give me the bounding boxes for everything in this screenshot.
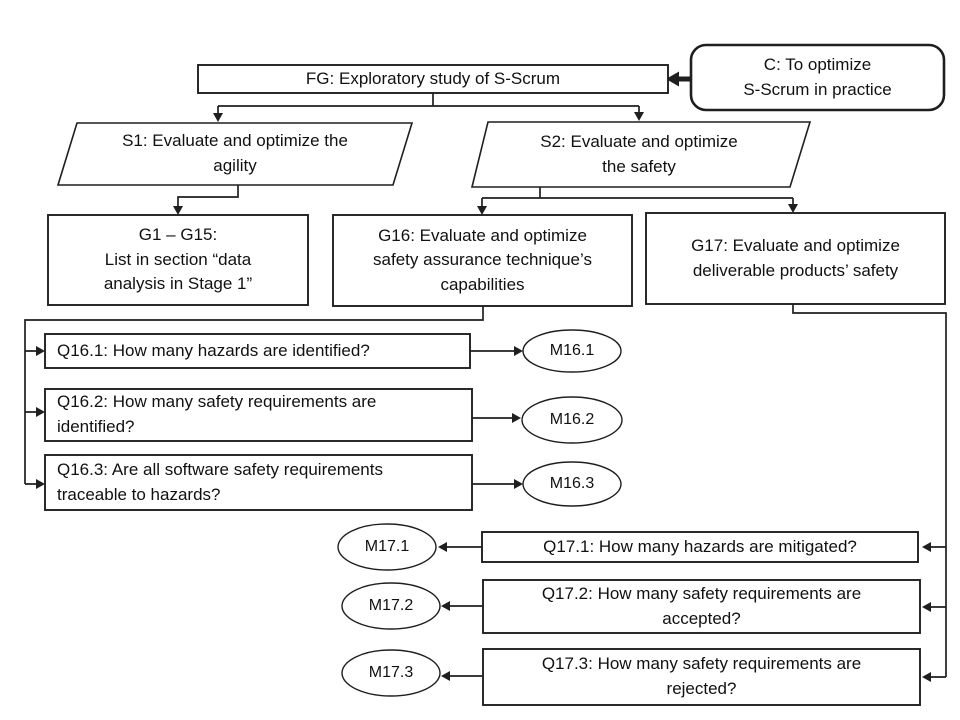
q16-2-box-shape <box>44 388 473 442</box>
context-label-line2: S-Scrum in practice <box>743 79 892 99</box>
q16-3-label-line1: Q16.3: Are all software safety requireme… <box>57 459 383 479</box>
m16-1-ellipse-shape <box>522 329 622 373</box>
q16-2-label-line1: Q16.2: How many safety requirements are <box>57 392 377 412</box>
g16-label-line3: capabilities <box>440 274 525 294</box>
m16-2-label: M16.2 <box>549 411 595 429</box>
arrowhead-into-q16-1 <box>36 346 45 356</box>
question-q16-3-box: Q16.3: Are all software safety requireme… <box>45 455 472 510</box>
g16-label-line1: G16: Evaluate and optimize <box>378 225 587 245</box>
g16-label-line2: safety assurance technique’s <box>373 250 592 270</box>
arrowhead-into-g1 <box>173 206 183 215</box>
context-box-shape <box>689 43 946 112</box>
q17-3-box-shape <box>482 648 921 706</box>
arrowhead-into-q17-2 <box>922 602 931 612</box>
arrowhead-into-s1 <box>213 113 223 122</box>
arrowhead-into-q16-3 <box>36 479 45 489</box>
m16-1-label: M16.1 <box>549 342 595 360</box>
metric-m17-1-ellipse: M17.1 <box>338 524 436 570</box>
fg-goal-label: FG: Exploratory study of S-Scrum <box>305 68 561 88</box>
q16-3-label-line2: traceable to hazards? <box>57 484 221 504</box>
arrowhead-into-q17-3 <box>922 672 931 682</box>
s2-label-line2: the safety <box>602 156 676 176</box>
q16-2-label-line2: identified? <box>57 417 135 436</box>
metric-m16-3-ellipse: M16.3 <box>523 462 621 506</box>
arrowhead-into-m17-2 <box>441 601 450 611</box>
question-q17-2-box: Q17.2: How many safety requirements are … <box>483 580 920 633</box>
q17-2-label-line1: Q17.2: How many safety requirements are <box>541 583 862 603</box>
m16-3-label: M16.3 <box>549 475 595 493</box>
connector-s1-to-g1 <box>177 185 239 207</box>
connector-s2-to-goals <box>481 187 794 207</box>
q17-3-label-line2: rejected? <box>666 679 737 698</box>
question-q16-1-box: Q16.1: How many hazards are identified? <box>45 334 470 368</box>
arrowhead-into-fg <box>666 71 679 87</box>
q17-1-label: Q17.1: How many hazards are mitigated? <box>543 536 857 556</box>
q17-3-label-line1: Q17.3: How many safety requirements are <box>541 654 862 674</box>
arrowhead-into-s2 <box>634 112 644 121</box>
arrowhead-into-q17-1 <box>922 542 931 552</box>
arrowhead-into-m16-2 <box>512 413 521 423</box>
question-q16-2-box: Q16.2: How many safety requirements are … <box>45 389 472 441</box>
strategy-s1-parallelogram: S1: Evaluate and optimize the agility <box>77 123 393 185</box>
arrowhead-into-q16-2 <box>36 407 45 417</box>
s1-label-line2: agility <box>213 156 257 175</box>
arrowhead-into-g17 <box>788 204 798 213</box>
q16-1-label: Q16.1: How many hazards are identified? <box>57 340 370 360</box>
g17-label-line1: G17: Evaluate and optimize <box>691 235 900 255</box>
arrowhead-into-m17-1 <box>438 542 447 552</box>
goal-g17-box: G17: Evaluate and optimize deliverable p… <box>646 213 945 304</box>
strategy-s2-parallelogram: S2: Evaluate and optimize the safety <box>488 122 790 187</box>
m16-2-ellipse-shape <box>521 396 623 444</box>
m17-2-ellipse-shape <box>341 582 441 630</box>
connector-g17-to-questions <box>792 304 947 678</box>
q17-2-box-shape <box>482 579 921 634</box>
arrowhead-into-g16 <box>477 206 487 215</box>
s1-label-line1: S1: Evaluate and optimize the <box>122 131 348 151</box>
g1-box-shape <box>47 214 309 306</box>
goal-g1-g15-box: G1 – G15: List in section “data analysis… <box>48 215 308 305</box>
g1-label-line3: analysis in Stage 1” <box>103 274 253 294</box>
question-q17-1-box: Q17.1: How many hazards are mitigated? <box>482 532 918 562</box>
g17-box-shape <box>645 212 946 305</box>
s1-parallelogram-shape <box>56 122 414 186</box>
g17-label-line2: deliverable products’ safety <box>692 260 899 280</box>
g1-label-line2: List in section “data <box>104 249 252 269</box>
context-label-line1: C: To optimize <box>763 54 872 74</box>
context-box: C: To optimize S-Scrum in practice <box>691 45 944 110</box>
metric-m17-3-ellipse: M17.3 <box>342 650 440 696</box>
q16-3-box-shape <box>44 454 473 511</box>
m17-2-label: M17.2 <box>368 597 414 615</box>
m16-3-ellipse-shape <box>522 461 622 507</box>
m17-1-label: M17.1 <box>364 538 410 556</box>
m17-1-ellipse-shape <box>337 523 437 571</box>
s2-parallelogram-shape <box>470 121 812 188</box>
fg-goal-box: FG: Exploratory study of S-Scrum <box>198 65 668 93</box>
q17-1-box-shape <box>481 531 919 563</box>
arrowhead-into-m17-3 <box>441 671 450 681</box>
m17-3-label: M17.3 <box>368 664 414 682</box>
connector-fg-to-strategies <box>217 93 640 114</box>
goal-g16-box: G16: Evaluate and optimize safety assura… <box>333 215 632 306</box>
metric-m16-1-ellipse: M16.1 <box>523 330 621 372</box>
metric-m17-2-ellipse: M17.2 <box>342 583 440 629</box>
metric-m16-2-ellipse: M16.2 <box>522 397 622 443</box>
g1-label-line1: G1 – G15: <box>138 225 218 245</box>
m17-3-ellipse-shape <box>341 649 441 697</box>
arrowhead-into-m16-1 <box>514 346 523 356</box>
fg-box-shape <box>197 64 669 94</box>
connector-g16-to-questions <box>24 306 484 485</box>
s2-label-line1: S2: Evaluate and optimize <box>540 131 738 151</box>
arrowhead-into-m16-3 <box>514 479 523 489</box>
q17-2-label-line2: accepted? <box>662 608 741 628</box>
g16-box-shape <box>332 214 633 307</box>
question-q17-3-box: Q17.3: How many safety requirements are … <box>483 649 920 705</box>
q16-1-box-shape <box>44 333 471 369</box>
